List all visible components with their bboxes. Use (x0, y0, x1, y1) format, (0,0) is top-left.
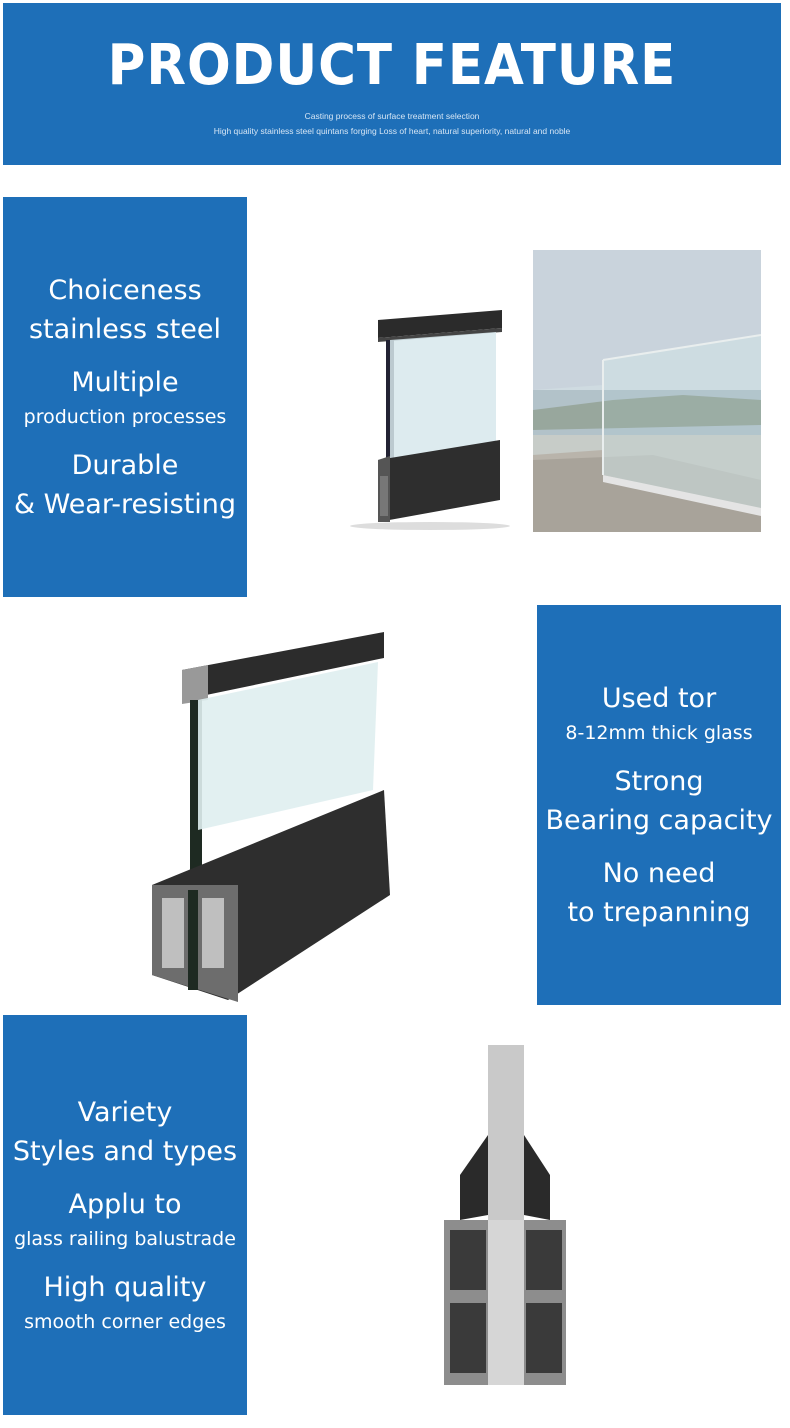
feature-panel-capacity: Used tor 8-12mm thick glass Strong Beari… (537, 605, 781, 1005)
feature-text: Used tor (601, 682, 717, 714)
feature-text: High quality (43, 1272, 207, 1303)
feature-text: Bearing capacity (545, 804, 773, 836)
feature-text: Applu to (68, 1189, 182, 1220)
feature-text: Variety (77, 1097, 173, 1128)
feature-panel-variety: Variety Styles and types Applu to glass … (3, 1015, 247, 1415)
feature-text: smooth corner edges (24, 1311, 226, 1333)
feature-text: & Wear-resisting (13, 488, 237, 520)
feature-text: Strong (614, 765, 704, 797)
feature-text: production processes (23, 405, 227, 428)
page-title: PRODUCT FEATURE (107, 33, 677, 98)
feature-text: Styles and types (12, 1136, 238, 1167)
feature-text: Multiple (71, 366, 179, 398)
feature-text: No need (602, 857, 716, 889)
profile-cross-section-image (440, 1045, 570, 1390)
feature-text: Choiceness (48, 274, 202, 306)
feature-text: glass railing balustrade (14, 1228, 236, 1250)
feature-text: to trepanning (567, 896, 751, 928)
railing-profile-image (350, 300, 510, 530)
header-subtitle-line2: High quality stainless steel quintans fo… (213, 126, 571, 136)
feature-panel-material: Choiceness stainless steel Multiple prod… (3, 197, 247, 597)
header-banner: PRODUCT FEATURE Casting process of surfa… (3, 3, 781, 165)
feature-text: stainless steel (28, 313, 222, 345)
railing-profile-large-image (148, 630, 398, 1005)
header-subtitle-line1: Casting process of surface treatment sel… (304, 111, 480, 121)
feature-text: 8-12mm thick glass (565, 721, 753, 744)
installation-photo (533, 250, 761, 532)
feature-text: Durable (71, 449, 179, 481)
